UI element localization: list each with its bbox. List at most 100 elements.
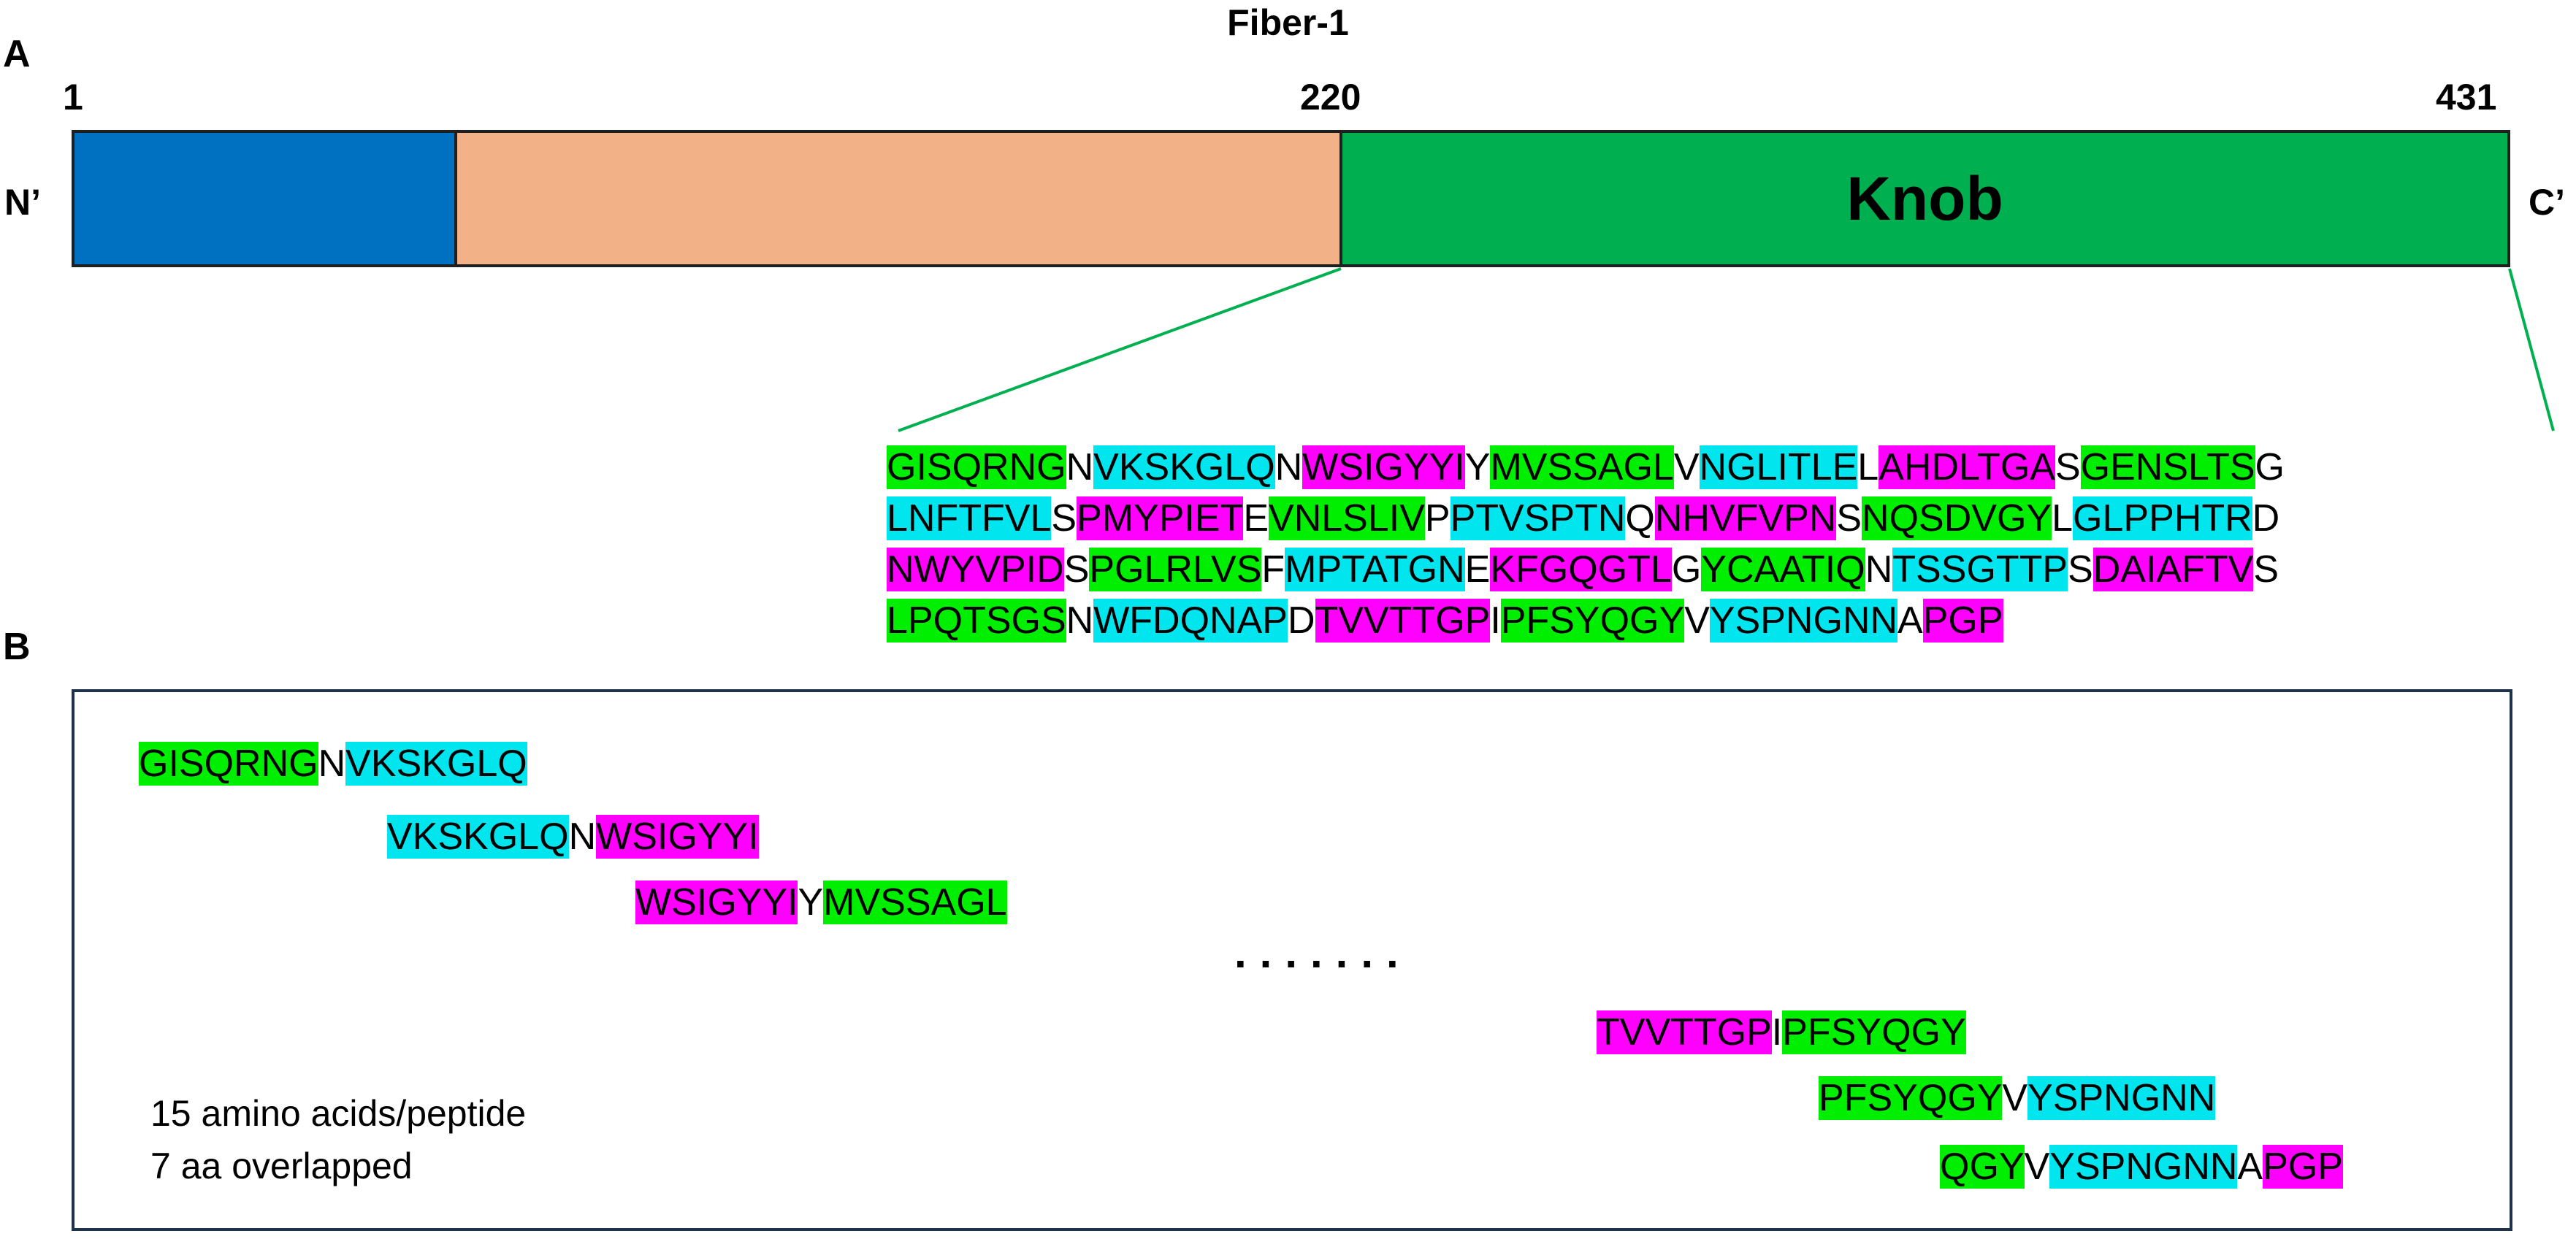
- panel-label-a: A: [3, 33, 31, 75]
- epitope-segment: PFSYQGY: [1500, 599, 1685, 642]
- peptide-line: GISQRNGNVKSKGLQ: [139, 742, 527, 786]
- linker-residue: S: [1063, 548, 1090, 591]
- epitope-segment: WSIGYYI: [635, 881, 798, 924]
- epitope-segment: VKSKGLQ: [387, 815, 569, 859]
- zoom-line-right: [2508, 268, 2555, 431]
- linker-residue: S: [1051, 497, 1077, 540]
- overlap-note: 7 aa overlapped: [150, 1146, 413, 1186]
- epitope-segment: TVVTTGP: [1315, 599, 1491, 642]
- knob-label: Knob: [1846, 164, 2003, 233]
- peptide-line: QGYVYSPNGNNAPGP: [1940, 1145, 2343, 1189]
- linker-residue: Q: [1625, 497, 1655, 540]
- peptide-line: WSIGYYIYMVSSAGL: [635, 881, 1007, 924]
- linker-residue: V: [1684, 599, 1710, 642]
- linker-residue: N: [1865, 548, 1893, 591]
- peptide-line: PFSYQGYVYSPNGNN: [1819, 1076, 2216, 1120]
- epitope-segment: GENSLTS: [2080, 445, 2255, 489]
- linker-residue: V: [1673, 446, 1700, 488]
- position-shaft-end-label: 220: [1300, 77, 1361, 118]
- linker-residue: D: [2252, 497, 2280, 540]
- epitope-segment: VKSKGLQ: [1093, 445, 1275, 489]
- epitope-segment: AHDLTGA: [1879, 445, 2055, 489]
- epitope-segment: NWYVPID: [887, 548, 1064, 591]
- epitope-segment: LNFTFVL: [887, 496, 1052, 540]
- linker-residue: S: [2253, 548, 2279, 591]
- epitope-segment: PGP: [1922, 599, 2003, 642]
- linker-residue: L: [1857, 446, 1879, 488]
- epitope-segment: WSIGYYI: [596, 815, 759, 859]
- linker-residue: N: [568, 816, 597, 858]
- epitope-segment: NGLITLE: [1699, 445, 1858, 489]
- linker-residue: S: [2068, 548, 2093, 591]
- epitope-segment: TSSGTTP: [1892, 548, 2068, 591]
- zoom-line-left: [898, 267, 1342, 432]
- panel-label-b: B: [3, 626, 31, 668]
- epitope-segment: LPQTSGS: [887, 599, 1066, 642]
- linker-residue: V: [2002, 1077, 2028, 1119]
- epitope-segment: MPTATGN: [1285, 548, 1465, 591]
- ellipsis: .......: [1234, 928, 1412, 977]
- position-start-label: 1: [63, 77, 83, 118]
- epitope-segment: YSPNGNN: [1709, 599, 1898, 642]
- epitope-segment: VNLSLIV: [1269, 496, 1425, 540]
- linker-residue: L: [2052, 497, 2074, 540]
- linker-residue: N: [318, 743, 346, 785]
- linker-residue: N: [1274, 446, 1303, 488]
- sequence-line: GISQRNGNVKSKGLQNWSIGYYIYMVSSAGLVNGLITLEL…: [887, 445, 2285, 489]
- linker-residue: S: [2055, 446, 2081, 488]
- peptide-line: TVVTTGPIPFSYQGY: [1597, 1010, 1966, 1054]
- linker-residue: Y: [798, 881, 824, 924]
- linker-residue: N: [1066, 446, 1094, 488]
- linker-residue: E: [1243, 497, 1269, 540]
- sequence-line: LPQTSGSNWFDQNAPDTVVTTGPIPFSYQGYVYSPNGNNA…: [887, 599, 2003, 642]
- linker-residue: N: [1066, 599, 1094, 642]
- epitope-segment: YCAATIQ: [1701, 548, 1865, 591]
- peptide-panel: [72, 689, 2512, 1231]
- epitope-segment: GISQRNG: [887, 445, 1066, 489]
- linker-residue: I: [1490, 599, 1501, 642]
- epitope-segment: NQSDVGY: [1862, 496, 2052, 540]
- epitope-segment: KFGQGTL: [1490, 548, 1672, 591]
- epitope-segment: TVVTTGP: [1597, 1010, 1772, 1054]
- epitope-segment: WSIGYYI: [1302, 445, 1465, 489]
- epitope-segment: MVSSAGL: [1490, 445, 1674, 489]
- linker-residue: Y: [1464, 446, 1491, 488]
- epitope-segment: QGY: [1940, 1145, 2025, 1189]
- position-end-label: 431: [2436, 77, 2497, 118]
- knob-domain-segment: Knob: [1339, 130, 2510, 267]
- epitope-segment: PFSYQGY: [1782, 1010, 1966, 1054]
- sequence-line: LNFTFVLSPMYPIETEVNLSLIVPPTVSPTNQNHVFVPNS…: [887, 496, 2279, 540]
- linker-residue: G: [1671, 548, 1702, 591]
- figure-title: Fiber-1: [1227, 2, 1349, 43]
- linker-residue: F: [1261, 548, 1285, 591]
- epitope-segment: PFSYQGY: [1819, 1076, 2003, 1120]
- c-terminus-label: C’: [2529, 182, 2565, 223]
- epitope-segment: YSPNGNN: [2049, 1145, 2238, 1189]
- epitope-segment: NHVFVPN: [1654, 496, 1837, 540]
- epitope-segment: GLPPHTR: [2073, 496, 2252, 540]
- linker-residue: E: [1464, 548, 1491, 591]
- epitope-segment: MVSSAGL: [823, 881, 1007, 924]
- sequence-line: NWYVPIDSPGLRLVSFMPTATGNEKFGQGTLGYCAATIQN…: [887, 548, 2279, 591]
- epitope-segment: GISQRNG: [139, 742, 318, 786]
- linker-residue: S: [1836, 497, 1862, 540]
- linker-residue: P: [1424, 497, 1451, 540]
- epitope-segment: VKSKGLQ: [345, 742, 527, 786]
- epitope-segment: YSPNGNN: [2027, 1076, 2216, 1120]
- epitope-segment: PTVSPTN: [1450, 496, 1626, 540]
- linker-residue: V: [2024, 1146, 2050, 1188]
- linker-residue: G: [2255, 446, 2285, 488]
- epitope-segment: PGLRLVS: [1089, 548, 1262, 591]
- linker-residue: D: [1287, 599, 1315, 642]
- epitope-segment: DAIAFTV: [2092, 548, 2254, 591]
- linker-residue: I: [1771, 1011, 1783, 1054]
- peptide-length-note: 15 amino acids/peptide: [150, 1093, 527, 1134]
- n-terminus-label: N’: [4, 182, 41, 223]
- epitope-segment: PMYPIET: [1077, 496, 1244, 540]
- linker-residue: A: [2237, 1146, 2263, 1188]
- peptide-line: VKSKGLQNWSIGYYI: [387, 815, 759, 859]
- epitope-segment: PGP: [2263, 1145, 2343, 1189]
- linker-residue: A: [1897, 599, 1923, 642]
- epitope-segment: WFDQNAP: [1093, 599, 1288, 642]
